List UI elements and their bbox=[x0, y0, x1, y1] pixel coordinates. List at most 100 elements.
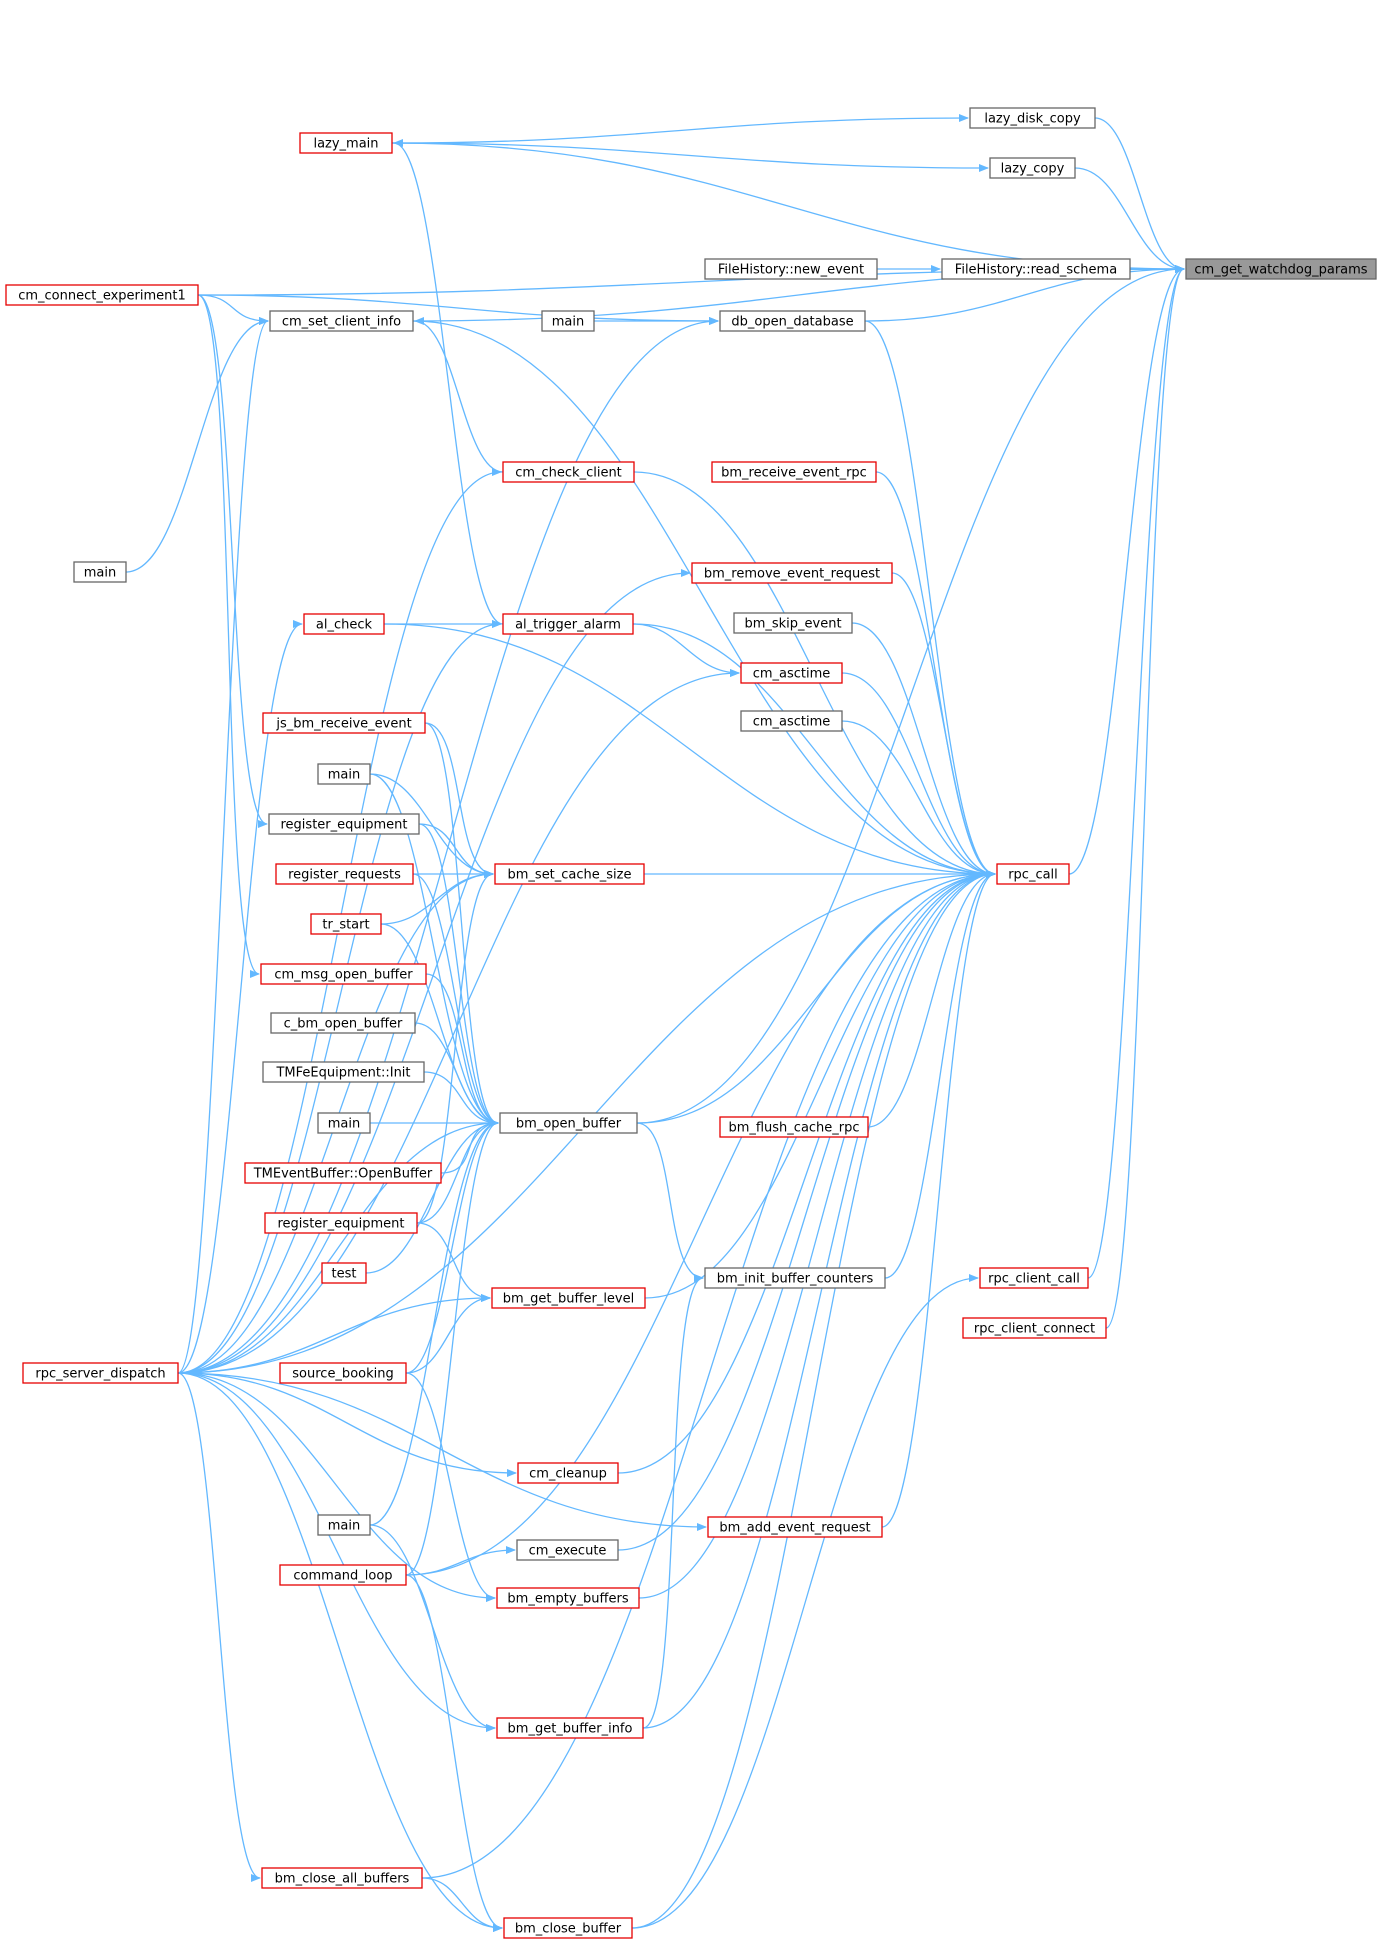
node-main-left[interactable]: main bbox=[73, 561, 127, 583]
node-label: bm_add_event_request bbox=[719, 1521, 870, 1536]
node-label: rpc_server_dispatch bbox=[35, 1367, 165, 1382]
node-test[interactable]: test bbox=[321, 1262, 367, 1284]
node-bm-flush-cache-rpc[interactable]: bm_flush_cache_rpc bbox=[719, 1116, 869, 1138]
node-label: js_bm_receive_event bbox=[275, 717, 411, 732]
node-box bbox=[260, 963, 427, 985]
node-box bbox=[502, 461, 635, 483]
node-al-trigger-alarm[interactable]: al_trigger_alarm bbox=[502, 613, 634, 635]
edge-line bbox=[425, 973, 499, 1127]
node-al-check[interactable]: al_check bbox=[303, 613, 385, 635]
node-tmevent-openbuffer[interactable]: TMEventBuffer::OpenBuffer bbox=[244, 1162, 442, 1184]
node-bm-empty-buffers[interactable]: bm_empty_buffers bbox=[496, 1587, 640, 1609]
node-rpc-server-dispatch[interactable]: rpc_server_dispatch bbox=[22, 1362, 179, 1384]
node-c-bm-open-buffer[interactable]: c_bm_open_buffer bbox=[270, 1012, 416, 1034]
node-rpc-client-call[interactable]: rpc_client_call bbox=[979, 1267, 1089, 1289]
edge-cm_set_client_info-to-rpc_call bbox=[412, 320, 996, 878]
node-label: main bbox=[552, 315, 584, 330]
node-main-exec[interactable]: main bbox=[317, 1514, 371, 1536]
node-cm-asctime-red[interactable]: cm_asctime bbox=[740, 662, 843, 684]
node-box bbox=[979, 1267, 1089, 1289]
edge-rpc_server_dispatch-to-cm_cleanup bbox=[177, 1372, 517, 1477]
node-rpc-client-connect[interactable]: rpc_client_connect bbox=[962, 1317, 1107, 1339]
node-label: FileHistory::new_event bbox=[718, 263, 864, 278]
edge-main_left-to-cm_set_client_info bbox=[125, 317, 269, 573]
node-tr-start[interactable]: tr_start bbox=[310, 913, 382, 935]
node-rpc-call[interactable]: rpc_call bbox=[996, 863, 1070, 885]
edge-js_bm_receive_event-to-bm_set_cache_size bbox=[424, 722, 494, 878]
edge-line bbox=[841, 720, 996, 878]
node-box bbox=[73, 561, 127, 583]
node-box bbox=[1185, 258, 1377, 280]
node-lazy-main[interactable]: lazy_main bbox=[299, 132, 393, 154]
node-bm-receive-event-rpc[interactable]: bm_receive_event_rpc bbox=[711, 461, 877, 483]
edge-line bbox=[891, 572, 996, 878]
node-bm-close-buffer[interactable]: bm_close_buffer bbox=[503, 1917, 633, 1939]
node-main-cache[interactable]: main bbox=[317, 763, 371, 785]
edge-register_equipment1-to-bm_set_cache_size bbox=[418, 823, 494, 878]
node-bm-get-buffer-level[interactable]: bm_get_buffer_level bbox=[491, 1287, 646, 1309]
node-label: rpc_client_call bbox=[988, 1272, 1080, 1287]
edge-al_check-to-rpc_call bbox=[383, 623, 996, 878]
edge-line bbox=[632, 623, 996, 878]
edge-line bbox=[177, 569, 691, 1374]
node-cm-execute[interactable]: cm_execute bbox=[516, 1539, 619, 1561]
node-lazy-disk-copy[interactable]: lazy_disk_copy bbox=[969, 107, 1096, 129]
node-cm-connect-experiment1[interactable]: cm_connect_experiment1 bbox=[5, 284, 199, 306]
edge-rpc_client_connect-to-root bbox=[1105, 265, 1185, 1329]
node-bm-skip-event[interactable]: bm_skip_event bbox=[733, 612, 853, 634]
node-js-bm-receive-event[interactable]: js_bm_receive_event bbox=[262, 712, 426, 734]
node-main-db[interactable]: main bbox=[541, 310, 595, 332]
node-box bbox=[499, 1112, 638, 1134]
node-tmfe-init[interactable]: TMFeEquipment::Init bbox=[262, 1061, 425, 1083]
node-bm-set-cache-size[interactable]: bm_set_cache_size bbox=[494, 863, 645, 885]
edge-bm_get_buffer_info-to-bm_init_buffer_counters bbox=[642, 1274, 704, 1729]
node-cm-msg-open-buffer[interactable]: cm_msg_open_buffer bbox=[260, 963, 427, 985]
node-register-equipment1[interactable]: register_equipment bbox=[268, 813, 420, 835]
edge-main_cache-to-bm_open_buffer bbox=[369, 773, 499, 1127]
node-cm-cleanup[interactable]: cm_cleanup bbox=[517, 1462, 619, 1484]
node-cm-set-client-info[interactable]: cm_set_client_info bbox=[269, 310, 414, 332]
node-bm-open-buffer[interactable]: bm_open_buffer bbox=[499, 1112, 638, 1134]
node-cm-asctime-gray[interactable]: cm_asctime bbox=[740, 710, 843, 732]
node-command-loop[interactable]: command_loop bbox=[279, 1564, 407, 1586]
node-bm-remove-event-request[interactable]: bm_remove_event_request bbox=[691, 562, 893, 584]
node-bm-add-event-request[interactable]: bm_add_event_request bbox=[707, 1516, 883, 1538]
node-label: bm_open_buffer bbox=[516, 1117, 622, 1132]
node-db-open-database[interactable]: db_open_database bbox=[719, 310, 866, 332]
edge-bm_open_buffer-to-rpc_call bbox=[636, 870, 996, 1124]
node-root[interactable]: cm_get_watchdog_params bbox=[1185, 258, 1377, 280]
edge-lazy_copy-to-root bbox=[1074, 167, 1185, 273]
edge-line bbox=[177, 1372, 496, 1732]
node-source-booking[interactable]: source_booking bbox=[279, 1362, 407, 1384]
edge-cm_connect_experiment1-to-cm_msg_open_buffer bbox=[197, 294, 260, 978]
edge-line bbox=[1094, 117, 1185, 273]
edge-line bbox=[177, 620, 502, 1374]
edge-rpc_server_dispatch-to-al_check bbox=[177, 620, 303, 1374]
node-label: cm_get_watchdog_params bbox=[1194, 263, 1367, 278]
node-main-open[interactable]: main bbox=[317, 1112, 371, 1134]
edge-line bbox=[617, 870, 996, 1474]
edge-bm_get_buffer_info-to-rpc_call bbox=[642, 870, 996, 1729]
node-lazy-copy[interactable]: lazy_copy bbox=[989, 157, 1076, 179]
node-bm-close-all-buffers[interactable]: bm_close_all_buffers bbox=[261, 1867, 423, 1889]
edge-line bbox=[644, 870, 996, 1299]
node-fh-read-schema[interactable]: FileHistory::read_schema bbox=[941, 258, 1131, 280]
edge-tmfe_init-to-bm_open_buffer bbox=[423, 1071, 499, 1127]
edge-line bbox=[841, 672, 996, 878]
edge-line bbox=[177, 1372, 517, 1477]
node-bm-init-buffer-counters[interactable]: bm_init_buffer_counters bbox=[704, 1267, 886, 1289]
node-label: command_loop bbox=[293, 1569, 392, 1584]
edge-bm_skip_event-to-rpc_call bbox=[851, 622, 996, 878]
node-label: lazy_disk_copy bbox=[984, 112, 1081, 127]
node-bm-get-buffer-info[interactable]: bm_get_buffer_info bbox=[496, 1717, 644, 1739]
node-box bbox=[707, 1516, 883, 1538]
edge-register_equipment1-to-bm_open_buffer bbox=[418, 823, 499, 1127]
node-register-equipment2[interactable]: register_equipment bbox=[264, 1212, 418, 1234]
node-fh-new-event[interactable]: FileHistory::new_event bbox=[704, 258, 878, 280]
node-register-requests[interactable]: register_requests bbox=[275, 863, 414, 885]
edge-line bbox=[177, 1372, 496, 1602]
node-box bbox=[496, 1717, 644, 1739]
node-cm-check-client[interactable]: cm_check_client bbox=[502, 461, 635, 483]
node-box bbox=[279, 1362, 407, 1384]
edge-command_loop-to-cm_execute bbox=[405, 1546, 516, 1576]
